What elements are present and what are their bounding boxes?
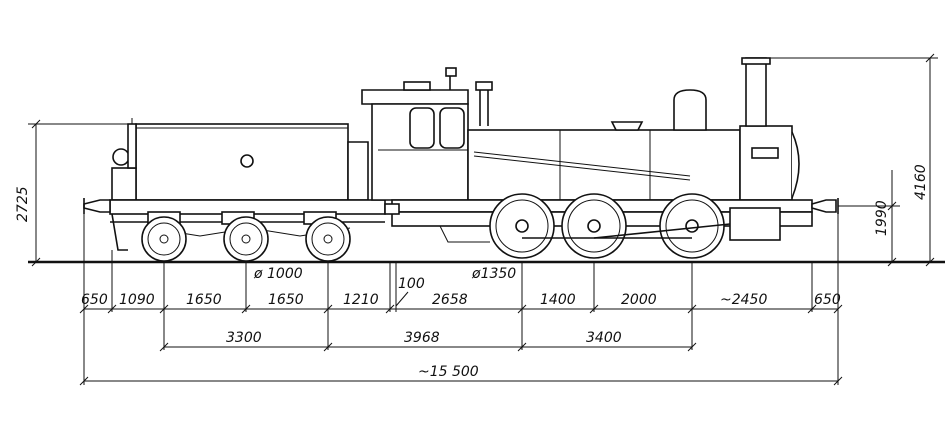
label-tender-wheel-diameter: ø 1000 — [253, 266, 303, 282]
dim-1090: 1090 — [119, 292, 155, 308]
tender-lamp — [112, 148, 130, 166]
cylinder — [729, 207, 781, 241]
dim-1650-b: 1650 — [268, 292, 304, 308]
row1-ticks — [79, 304, 843, 314]
cab-window-1 — [409, 107, 435, 149]
dim-1210: 1210 — [343, 292, 379, 308]
dim-650-rear: 650 — [81, 292, 108, 308]
tender-wheel-2 — [223, 216, 269, 262]
dim-2658: 2658 — [432, 292, 468, 308]
dim-2450: ~2450 — [720, 292, 767, 308]
smokebox — [739, 125, 793, 201]
dim-tender-height: 2725 — [15, 186, 31, 222]
label-driving-wheel-diameter: ø1350 — [471, 266, 516, 282]
steam-dome — [673, 89, 707, 131]
cab-roof — [361, 89, 469, 105]
cab-window-2 — [439, 107, 465, 149]
extension-lines — [83, 214, 839, 385]
connecting-rod — [593, 223, 731, 239]
dim-1400: 1400 — [540, 292, 576, 308]
dim-3400: 3400 — [586, 330, 622, 346]
dim-100: 100 — [398, 276, 425, 292]
dimension-annotations: 650 1090 1650 1650 1210 100 2658 1400 20… — [15, 53, 938, 386]
dim-overall-length: ~15 500 — [418, 364, 479, 380]
locomotive — [361, 57, 839, 259]
dim-buffer-height: 1990 — [874, 200, 890, 236]
boiler — [467, 129, 741, 201]
dim-1650-a: 1650 — [186, 292, 222, 308]
dim-total-height: 4160 — [913, 164, 929, 200]
tender-buffer — [83, 199, 111, 213]
row2-ticks — [159, 342, 697, 352]
dim-650-front: 650 — [814, 292, 841, 308]
tender — [83, 118, 386, 262]
tender-wheel-1 — [141, 216, 187, 262]
tender-filler-cap — [240, 154, 254, 168]
dim-3300: 3300 — [226, 330, 262, 346]
tender-wheel-3 — [305, 216, 351, 262]
dim-2000: 2000 — [621, 292, 657, 308]
chimney — [745, 57, 767, 127]
dim-3968: 3968 — [404, 330, 440, 346]
front-buffer — [811, 199, 837, 213]
